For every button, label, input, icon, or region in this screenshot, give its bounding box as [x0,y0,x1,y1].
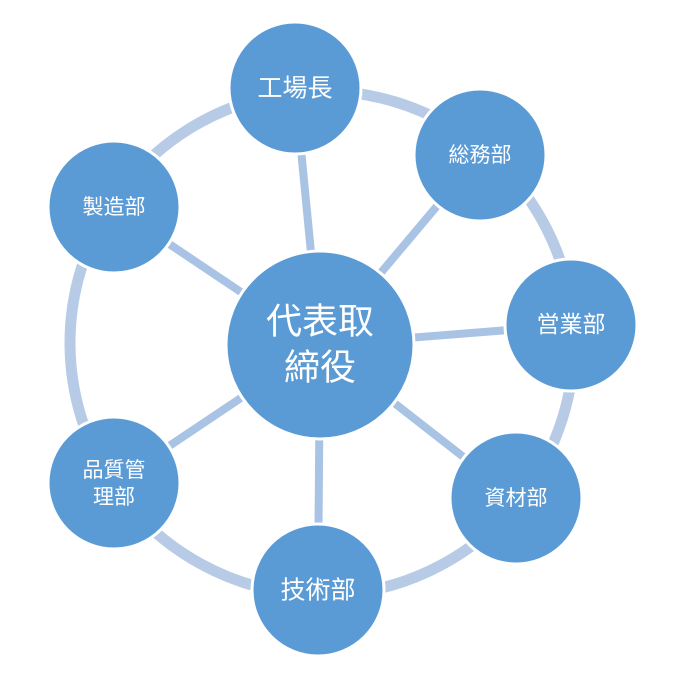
node-quality-control-label-line-1: 品質管 [83,458,146,482]
spoke-to-materials [390,398,469,462]
node-sales-circle [503,257,639,393]
node-factory-manager: 工場長 [227,20,363,156]
node-materials-label: 資材部 [485,486,548,510]
node-quality-control: 品質管 理部 [46,415,182,551]
node-manufacturing-label: 製造部 [83,195,146,219]
node-general-affairs: 総務部 [412,87,548,223]
spoke-to-quality-control [164,392,246,451]
node-engineering-circle [250,522,386,658]
node-factory-manager-label: 工場長 [257,74,332,103]
spoke-to-general-affairs [376,201,442,278]
node-general-affairs-label: 総務部 [449,143,512,167]
spoke-to-sales [411,326,508,342]
spoke-to-factory-manager [297,151,316,254]
center-node-label-line-2: 締役 [284,348,356,389]
center-node-label-line-1: 代表取 [266,302,374,343]
node-quality-control-circle [46,415,182,551]
node-manufacturing: 製造部 [46,139,182,275]
spokes [164,151,508,527]
node-quality-control-label-line-2: 理部 [93,485,135,509]
node-factory-manager-circle [227,20,363,156]
node-materials-circle [448,430,584,566]
spoke-to-engineering [314,436,324,527]
center-node: 代表取 締役 [224,249,416,441]
spoke-to-manufacturing [164,239,246,298]
center-node-circle [224,249,416,441]
node-general-affairs-circle [412,87,548,223]
node-engineering: 技術部 [250,522,386,658]
node-sales-label: 営業部 [537,312,606,338]
node-sales: 営業部 [503,257,639,393]
node-engineering-label: 技術部 [280,576,355,605]
node-manufacturing-circle [46,139,182,275]
node-materials: 資材部 [448,430,584,566]
